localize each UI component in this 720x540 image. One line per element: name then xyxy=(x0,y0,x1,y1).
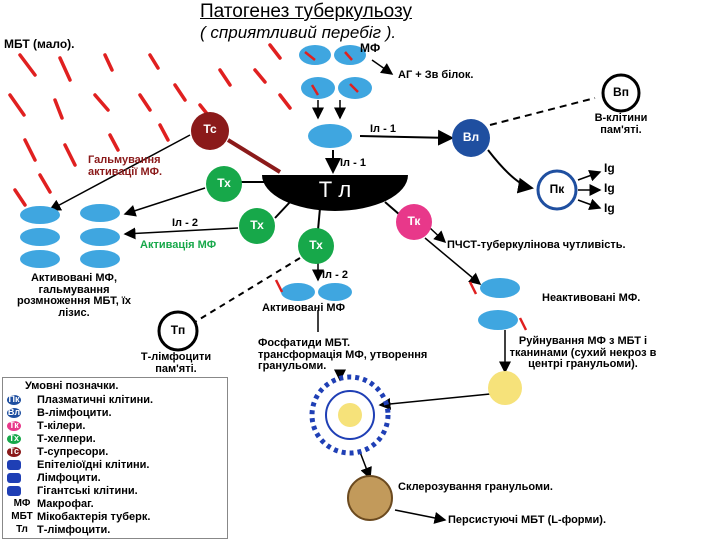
legend-abbr: Тл xyxy=(16,524,28,535)
legend-abbr: Тх xyxy=(8,433,20,443)
legend-icon xyxy=(7,395,21,405)
legend-icon xyxy=(7,421,21,431)
persistent-label: Персистуючі МБТ (L-форми). xyxy=(448,514,607,526)
macrophage-cluster-top xyxy=(299,45,372,148)
pk-label: Пк xyxy=(549,182,565,196)
sclerotic-granuloma xyxy=(347,475,393,521)
ag-protein-label: АГ + Зв білок. xyxy=(398,69,474,81)
tk-cell xyxy=(396,204,432,240)
tc-cell xyxy=(191,112,229,150)
legend-row-text: В-лімфоцити. xyxy=(37,407,112,419)
tx-label-1: Тх xyxy=(217,176,231,190)
legend-title: Умовні позначки. xyxy=(25,380,119,392)
legend-row-text: Гігантські клітини. xyxy=(37,485,138,497)
activated-mid-label: Активовані МФ xyxy=(262,302,345,314)
tx-cell-1 xyxy=(206,166,242,202)
legend-abbr: МФ xyxy=(13,498,31,509)
tp-label: Тп xyxy=(170,323,186,337)
il2-label-b: Іл - 2 xyxy=(322,269,348,281)
tp-cell xyxy=(157,310,199,352)
legend-icon xyxy=(7,447,21,457)
b-memory-label: В-клітини пам'яті. xyxy=(594,112,648,136)
macrophage-cluster-left xyxy=(20,204,120,268)
legend-row-text: Мікобактерія туберк. xyxy=(37,511,151,523)
legend-abbr: Тс xyxy=(9,446,19,456)
legend-row-text: Лімфоцити. xyxy=(37,472,101,484)
activated-left-label: Активовані МФ, гальмування розмноження М… xyxy=(16,272,132,319)
tx-cell-3 xyxy=(298,228,334,264)
legend-abbr: Вл xyxy=(7,407,21,417)
nonactivated-label: Неактивовані МФ. xyxy=(542,292,641,304)
legend-icon xyxy=(7,434,21,444)
tx-cell-2 xyxy=(239,208,275,244)
macrophage-cluster-right xyxy=(468,278,528,331)
il1-label-b: Іл - 1 xyxy=(340,157,366,169)
bl-label: Вл xyxy=(462,130,480,144)
il1-label-a: Іл - 1 xyxy=(370,123,396,135)
bp-cell xyxy=(601,73,641,113)
legend-row-text: Т-хелпери. xyxy=(37,433,96,445)
ig-label-3: Іg xyxy=(604,201,615,215)
destruction-label: Руйнування МФ з МБТ і тканинами (сухий н… xyxy=(509,335,657,371)
diagram-subtitle: ( сприятливий перебіг ). xyxy=(200,23,397,42)
legend-row-text: Т-супресори. xyxy=(37,446,109,458)
hrt-label: ПЧСТ-туберкулінова чутливість. xyxy=(447,239,626,251)
legend-row-text: Макрофаг. xyxy=(37,498,94,510)
necrosis-center xyxy=(488,371,522,405)
granuloma xyxy=(309,374,391,456)
t-memory-label: Т-лімфоцити пам'яті. xyxy=(140,351,212,375)
legend-icon xyxy=(7,460,21,470)
tl-label: Т л xyxy=(318,177,352,202)
pk-cell xyxy=(536,169,578,211)
il2-label-a: Іл - 2 xyxy=(172,217,198,229)
legend-row-text: Т-кілери. xyxy=(37,420,86,432)
diagram-title: Патогенез туберкульозу xyxy=(200,1,412,22)
tx-label-2: Тх xyxy=(250,218,264,232)
mbt-few-label: МБТ (мало). xyxy=(4,37,75,51)
legend-abbr: МБТ xyxy=(11,511,33,522)
phagocytosis-label: Фосфатиди МБТ. трансформація МФ, утворен… xyxy=(258,337,428,373)
macrophage-cluster-mid xyxy=(274,279,352,301)
ig-label-1: Іg xyxy=(604,161,615,175)
t-lymphocyte-shape xyxy=(262,175,408,211)
tc-label: Тс xyxy=(203,122,217,136)
legend-abbr: Пк xyxy=(8,394,20,404)
legend-icon xyxy=(7,408,21,418)
bp-label: Вп xyxy=(613,85,629,99)
legend-row-text: Епітеліоїдні клітини. xyxy=(37,459,150,471)
bl-cell xyxy=(452,119,490,157)
legend-row-text: Т-лімфоцити. xyxy=(37,524,111,536)
inhibition-label: Гальмування активації МФ. xyxy=(88,154,163,178)
mbt-rods xyxy=(8,43,292,207)
ig-label-2: Іg xyxy=(604,181,615,195)
tk-label: Тк xyxy=(407,214,421,228)
sclerosis-label: Склерозування гранульоми. xyxy=(398,481,553,493)
legend-icon xyxy=(7,486,21,496)
mf-label: МФ xyxy=(360,41,381,55)
legend-icon xyxy=(7,473,21,483)
tx-label-3: Тх xyxy=(309,238,323,252)
legend-row-text: Плазматичні клітини. xyxy=(37,394,154,406)
activation-label: Активація МФ xyxy=(140,239,217,251)
legend-abbr: Тк xyxy=(9,420,19,430)
